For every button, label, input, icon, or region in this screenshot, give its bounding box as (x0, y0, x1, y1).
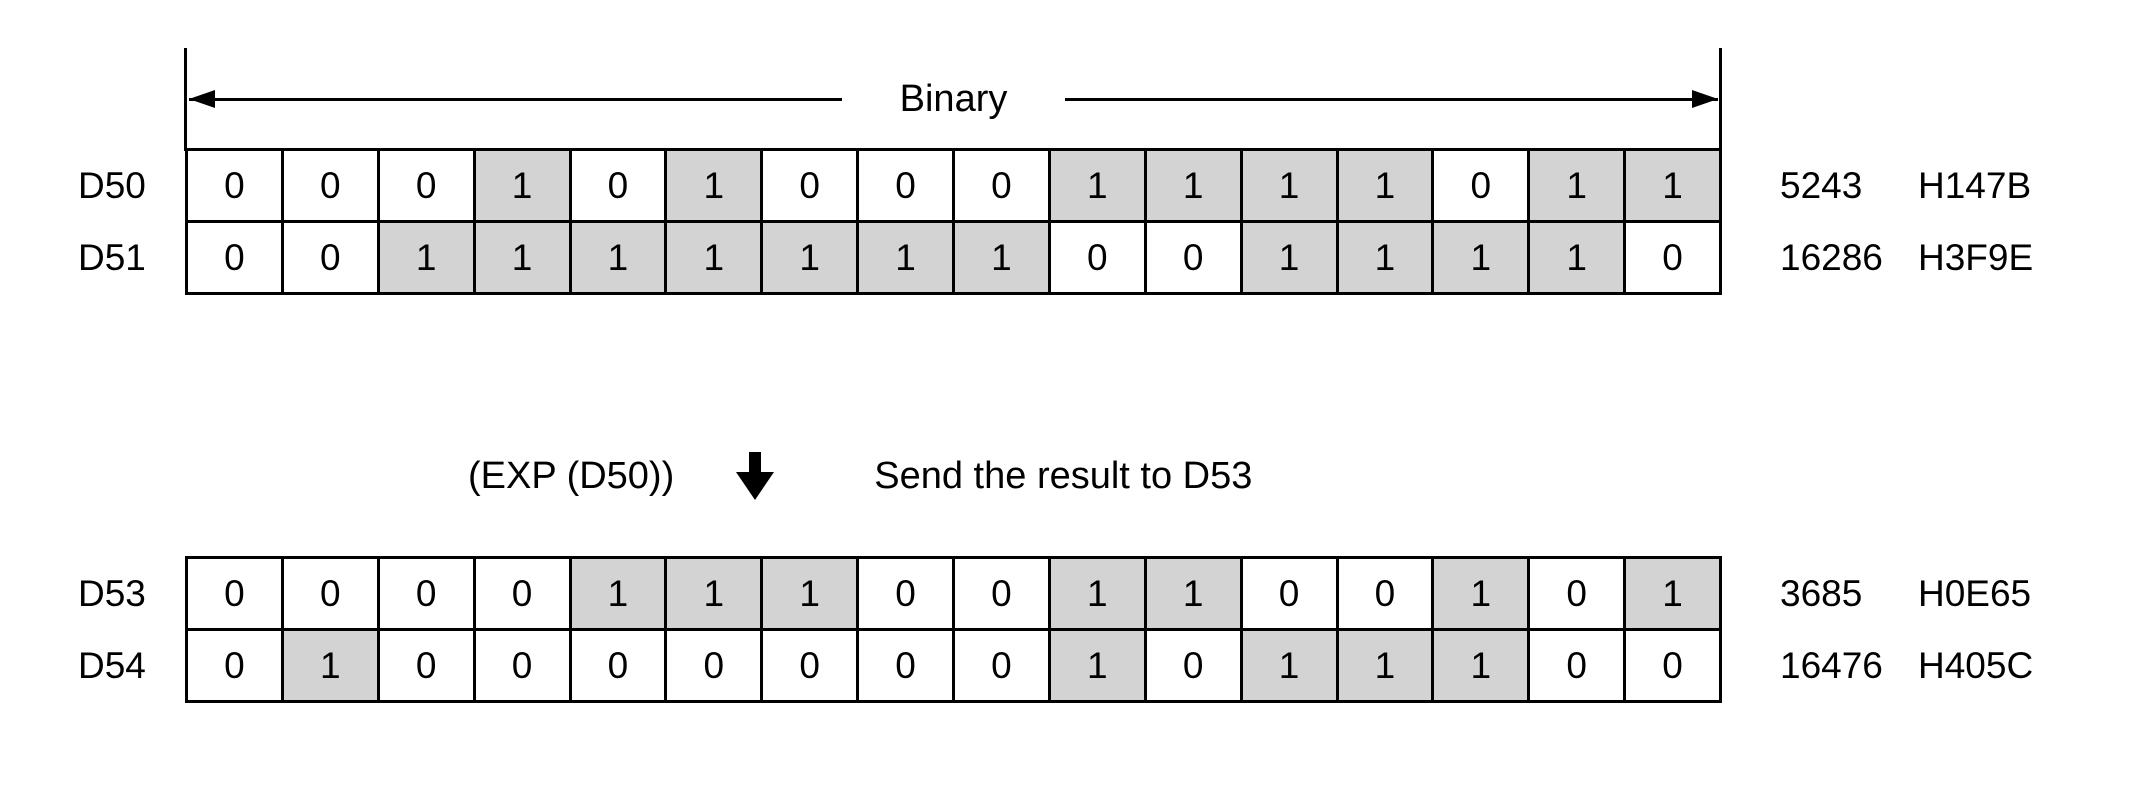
bit-cell: 1 (667, 223, 761, 292)
hex-value-d53: H0E65 (1918, 573, 2032, 614)
bit-cell: 0 (955, 631, 1048, 700)
bit-cell: 0 (475, 559, 569, 628)
exp-expression: (EXP (D50)) (468, 454, 675, 497)
bit-cell: 1 (955, 223, 1048, 292)
bit-cell: 1 (1050, 151, 1144, 220)
register-label-d54: D54 (78, 645, 146, 686)
bit-cell: 1 (1338, 151, 1432, 220)
bit-cell: 0 (1434, 151, 1528, 220)
right-boundary-tick (1719, 48, 1722, 151)
bit-cell: 0 (955, 559, 1048, 628)
bit-cell: 0 (571, 631, 665, 700)
bit-cell: 1 (763, 223, 857, 292)
bit-cell: 0 (1050, 223, 1144, 292)
bit-cell: 1 (1146, 151, 1240, 220)
bit-cell: 1 (283, 631, 377, 700)
decimal-value-d51: 16286 (1780, 237, 1883, 278)
register-label-d51: D51 (78, 237, 146, 278)
down-arrow-icon (736, 452, 775, 500)
bit-cell: 1 (379, 223, 473, 292)
decimal-value-d50: 5243 (1780, 165, 1863, 206)
bit-cell: 1 (1242, 631, 1336, 700)
bit-cell: 0 (859, 631, 952, 700)
bit-cell: 1 (1530, 151, 1624, 220)
left-arrow-icon (189, 97, 842, 101)
bit-cell: 0 (188, 223, 281, 292)
bit-cell: 1 (475, 151, 569, 220)
bit-cell: 1 (1050, 631, 1144, 700)
bit-cell: 0 (1530, 631, 1624, 700)
bit-cell: 1 (1242, 223, 1336, 292)
bit-cell: 0 (859, 559, 952, 628)
operation-description: Send the result to D53 (874, 454, 1253, 497)
bit-cell: 1 (667, 559, 761, 628)
bit-cell: 0 (571, 151, 665, 220)
bit-cell: 0 (379, 559, 473, 628)
bit-cell: 0 (188, 559, 281, 628)
bit-cell: 0 (859, 151, 952, 220)
right-arrow-icon (1065, 97, 1718, 101)
bit-cell: 1 (1242, 151, 1336, 220)
bit-cell: 1 (1050, 559, 1144, 628)
bit-cell: 0 (955, 151, 1048, 220)
bit-cell: 0 (188, 631, 281, 700)
bit-cell: 0 (283, 151, 377, 220)
bit-cell: 1 (571, 559, 665, 628)
bit-cell: 0 (283, 223, 377, 292)
binary-range-indicator: Binary (189, 78, 1718, 120)
bit-cell: 0 (188, 151, 281, 220)
bit-cell: 0 (1146, 223, 1240, 292)
register-label-d50: D50 (78, 165, 146, 206)
bit-cell: 1 (1626, 151, 1719, 220)
bit-cell: 1 (475, 223, 569, 292)
bit-cell: 0 (379, 151, 473, 220)
hex-value-d50: H147B (1918, 165, 2032, 206)
bit-cell: 1 (1530, 223, 1624, 292)
left-boundary-tick (184, 48, 187, 151)
bit-cell: 0 (1626, 223, 1719, 292)
bit-cell: 1 (1146, 559, 1240, 628)
bit-cell: 1 (571, 223, 665, 292)
bit-cell: 1 (859, 223, 952, 292)
bit-cell: 1 (1434, 631, 1528, 700)
bit-cell: 1 (1338, 631, 1432, 700)
bit-cell: 0 (1626, 631, 1719, 700)
bit-cell: 0 (763, 631, 857, 700)
bit-cell: 0 (475, 631, 569, 700)
operation-caption: (EXP (D50)) Send the result to D53 (468, 448, 1252, 504)
bit-cell: 1 (763, 559, 857, 628)
decimal-value-d53: 3685 (1780, 573, 1863, 614)
bit-cell: 0 (1146, 631, 1240, 700)
hex-value-d51: H3F9E (1918, 237, 2034, 278)
decimal-value-d54: 16476 (1780, 645, 1883, 686)
bit-cell: 0 (667, 631, 761, 700)
bit-cell: 1 (1626, 559, 1719, 628)
bit-cell: 1 (1434, 223, 1528, 292)
bit-cell: 0 (283, 559, 377, 628)
register-label-d53: D53 (78, 573, 146, 614)
bit-cell: 0 (1242, 559, 1336, 628)
bit-cell: 0 (379, 631, 473, 700)
bit-cell: 1 (1434, 559, 1528, 628)
bit-cell: 0 (1530, 559, 1624, 628)
bit-cell: 0 (1338, 559, 1432, 628)
hex-value-d54: H405C (1918, 645, 2034, 686)
bit-cell: 0 (763, 151, 857, 220)
binary-label: Binary (899, 78, 1008, 120)
bit-cell: 1 (1338, 223, 1432, 292)
bit-cell: 1 (667, 151, 761, 220)
